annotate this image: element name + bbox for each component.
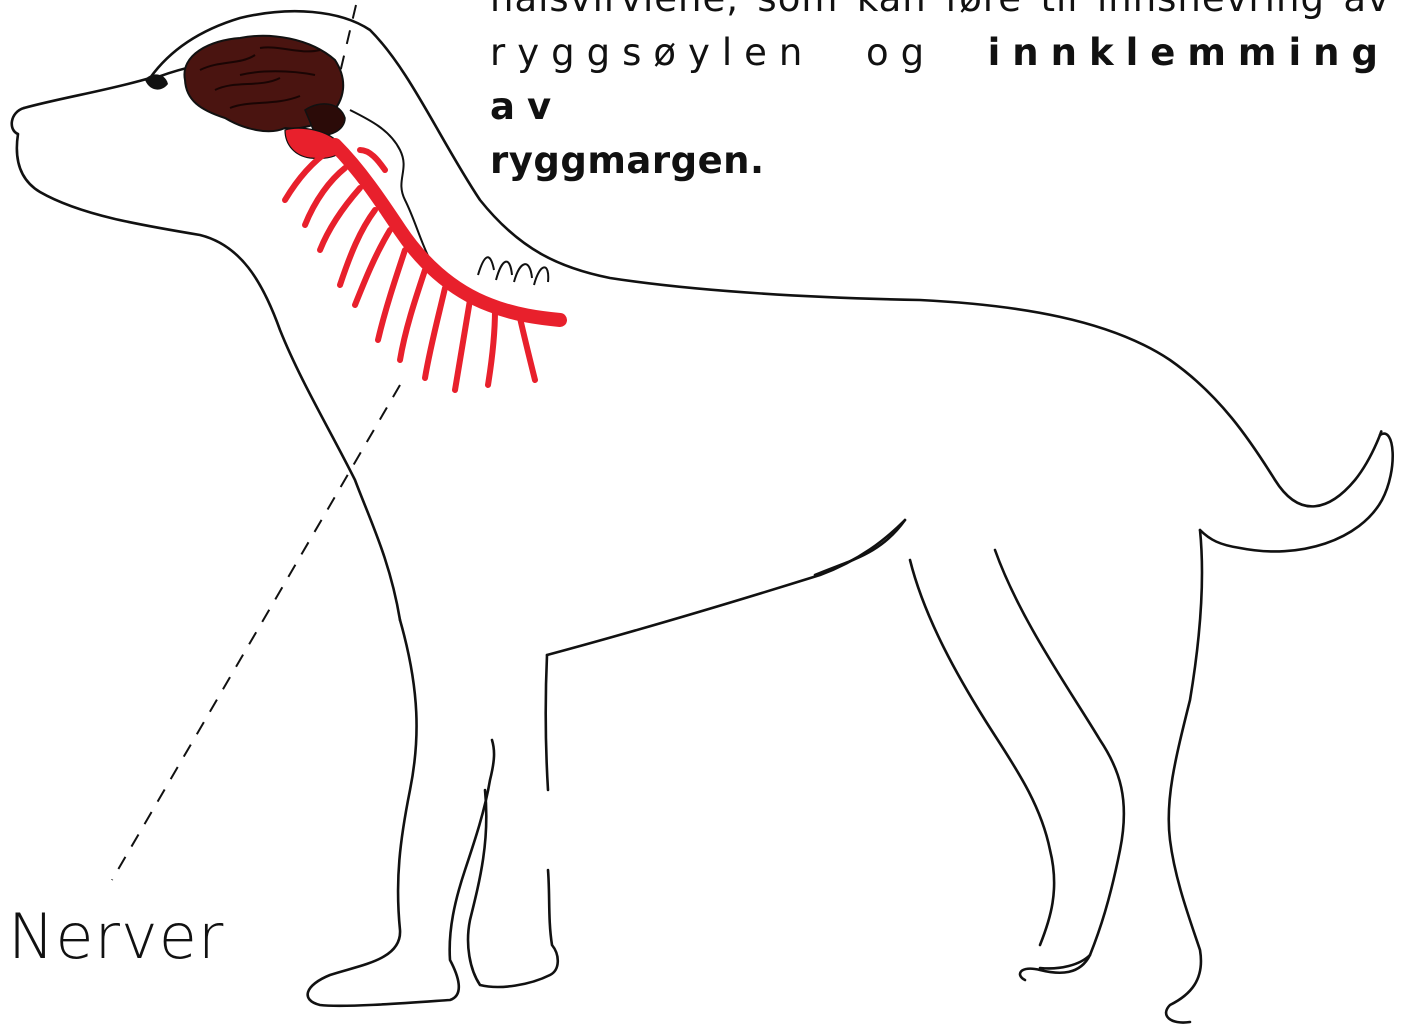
brain <box>184 36 345 135</box>
dog-flank-line <box>815 520 905 575</box>
description-line-3: ryggmargen. <box>490 134 1390 188</box>
dog-tail-outline <box>1200 434 1393 552</box>
nerve-branch <box>378 250 405 340</box>
nerve-branch <box>425 288 445 378</box>
description-text: halsvirvlene, som kan føre til innsnevri… <box>490 0 1390 188</box>
vertebrae-spines <box>478 257 548 285</box>
dog-muzzle-outline <box>12 108 400 620</box>
leader-line-nerves <box>112 385 400 880</box>
dog-hind-leg-near <box>1166 530 1202 1023</box>
description-line-2-plain: ryggsøylen og <box>490 31 988 74</box>
label-nerver: Nerver <box>8 900 224 973</box>
dog-belly-outline <box>547 520 905 655</box>
nerve-branch <box>488 310 495 385</box>
nerve-branch <box>400 270 425 360</box>
dog-front-leg-near <box>308 620 494 1006</box>
leader-lines <box>112 5 400 880</box>
dog-hind-leg-far <box>910 560 1054 945</box>
nerve-branch <box>455 300 470 390</box>
nerve-branch <box>520 318 535 380</box>
description-line-1: halsvirvlene, som kan føre til innsnevri… <box>490 0 1390 26</box>
dog-eye <box>145 74 168 89</box>
dog-belly-skin <box>546 655 548 790</box>
description-line-2: ryggsøylen og innklemming av <box>490 26 1390 134</box>
